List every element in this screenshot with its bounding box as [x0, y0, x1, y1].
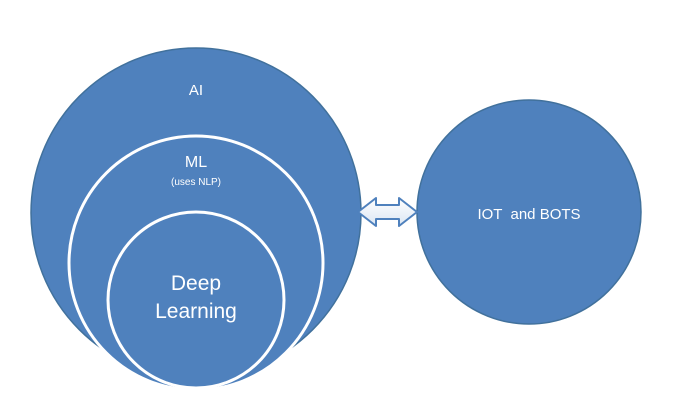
- ml-label: ML: [185, 154, 207, 171]
- deep-learning-label-line2: Learning: [155, 300, 237, 323]
- deep-learning-circle: [106, 210, 286, 390]
- double-arrow-icon: [357, 197, 418, 227]
- ml-sublabel: (uses NLP): [171, 177, 221, 188]
- deep-learning-label-line1: Deep: [171, 272, 221, 295]
- ai-label: AI: [189, 82, 203, 99]
- iot-bots-label: IOT and BOTS: [477, 206, 580, 223]
